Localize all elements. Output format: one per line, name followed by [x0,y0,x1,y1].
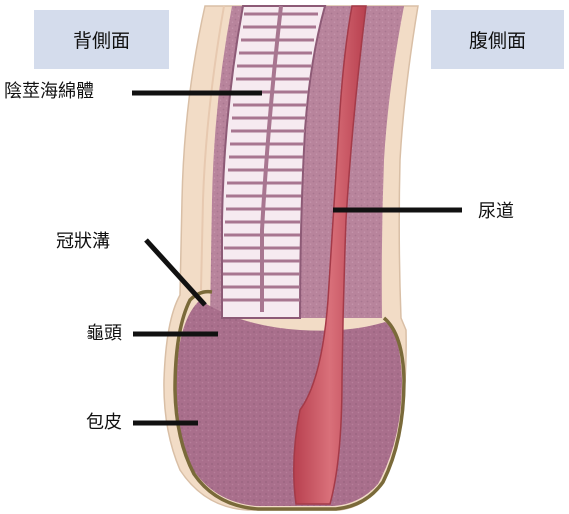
label-corpus-cavernosum: 陰莖海綿體 [4,81,94,103]
glans-shape [176,300,402,506]
dorsal-side-tag: 背側面 [34,10,169,69]
label-glans: 龜頭 [86,323,122,345]
label-urethra: 尿道 [478,201,514,223]
label-foreskin: 包皮 [86,412,122,434]
ventral-side-tag: 腹側面 [431,10,564,69]
label-corona: 冠狀溝 [56,231,110,253]
